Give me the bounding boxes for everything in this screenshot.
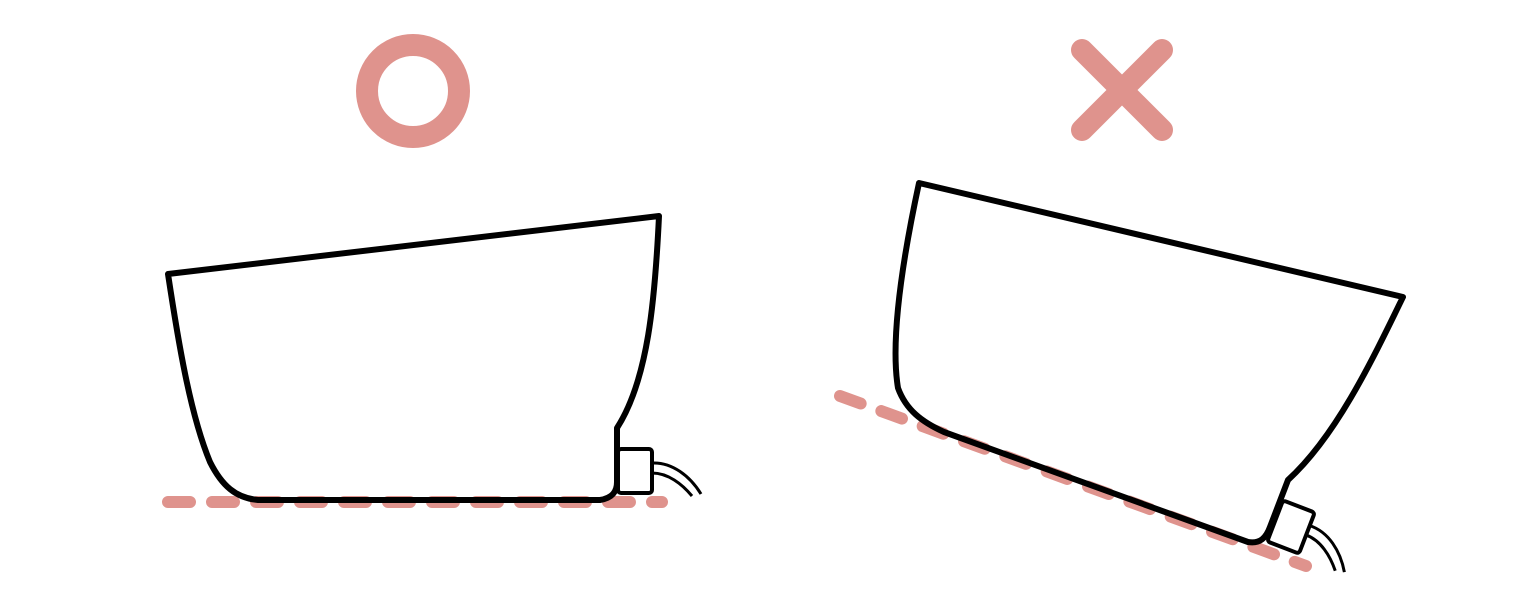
correct-panel	[162, 34, 703, 508]
incorrect-panel	[834, 39, 1406, 573]
pot-outline	[165, 213, 662, 503]
drainage-spout	[1266, 499, 1346, 573]
cross-icon	[1071, 39, 1173, 141]
circle-icon	[356, 34, 470, 148]
drainage-spout	[616, 447, 703, 497]
tilted-pot-outline	[892, 180, 1406, 546]
